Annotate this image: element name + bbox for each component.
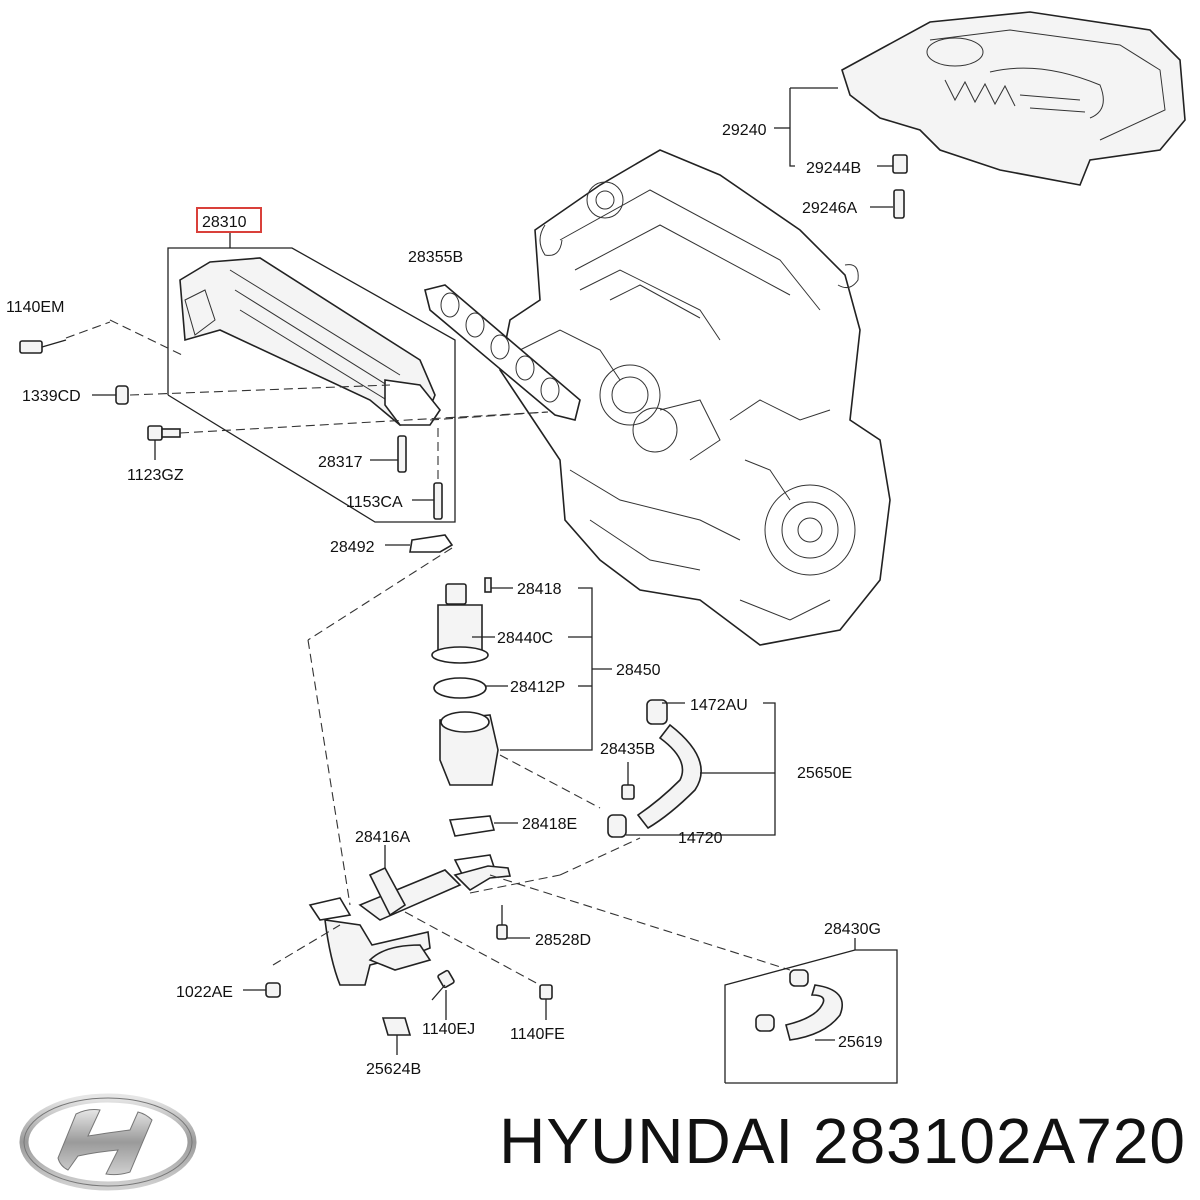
label-29244b: 29244B — [806, 160, 861, 177]
clip-25624b — [381, 1017, 412, 1036]
label-1153ca: 1153CA — [346, 494, 403, 511]
label-28528d: 28528D — [535, 932, 591, 949]
screw-28418 — [484, 577, 492, 593]
label-29240: 29240 — [722, 122, 767, 139]
label-25650e: 25650E — [797, 765, 852, 782]
egr-cooler — [179, 257, 441, 426]
label-25624b: 25624B — [366, 1061, 421, 1078]
label-28416a: 28416A — [355, 829, 410, 846]
bolt-1140ej — [431, 969, 455, 1001]
label-1472au: 1472AU — [690, 697, 748, 714]
hose-28430g — [755, 969, 843, 1041]
gasket-28492 — [409, 534, 454, 553]
part-caption: HYUNDAI 283102A720 — [499, 1098, 1200, 1188]
bolt-1140fe — [539, 984, 553, 1000]
label-28355b: 28355B — [408, 249, 463, 266]
label-28310: 28310 — [202, 214, 247, 231]
engine-cover — [841, 11, 1186, 186]
fastener-1140em — [19, 321, 111, 354]
stud-28317 — [397, 435, 407, 473]
brand-name: HYUNDAI — [499, 1105, 795, 1177]
label-28492: 28492 — [330, 539, 375, 556]
bolt-28528d — [496, 905, 508, 940]
label-14720: 14720 — [678, 830, 723, 847]
part-number: 283102A720 — [812, 1105, 1186, 1177]
bolt-28435b — [621, 762, 635, 800]
gasket-28418e — [448, 815, 496, 837]
grommet-icon — [892, 154, 908, 174]
exhaust-gasket — [424, 284, 581, 421]
nut-1022ae — [265, 982, 281, 998]
hyundai-logo — [18, 1092, 198, 1192]
label-28418e: 28418E — [522, 816, 577, 833]
label-1123gz: 1123GZ — [127, 467, 184, 484]
label-28317: 28317 — [318, 454, 363, 471]
egr-pipe — [308, 854, 512, 986]
label-29246a: 29246A — [802, 200, 857, 217]
label-28412p: 28412P — [510, 679, 565, 696]
label-28430g: 28430G — [824, 921, 881, 938]
label-1140ej: 1140EJ — [422, 1021, 475, 1038]
part-caption-text: HYUNDAI 283102A720 — [499, 1104, 1186, 1178]
hose-25650e — [607, 699, 702, 838]
highlight-box — [196, 207, 262, 233]
egr-valve — [431, 583, 499, 786]
label-28435b: 28435B — [600, 741, 655, 758]
label-28418: 28418 — [517, 581, 562, 598]
engine-block — [499, 149, 891, 646]
label-1140em: 1140EM — [6, 299, 64, 316]
label-1339cd: 1339CD — [22, 388, 81, 405]
stud-1153ca — [433, 482, 443, 520]
label-28450: 28450 — [616, 662, 661, 679]
label-28440c: 28440C — [497, 630, 553, 647]
label-25619: 25619 — [838, 1034, 883, 1051]
label-1140fe: 1140FE — [510, 1026, 565, 1043]
label-1022ae: 1022AE — [176, 984, 233, 1001]
bolt-icon — [893, 189, 905, 219]
